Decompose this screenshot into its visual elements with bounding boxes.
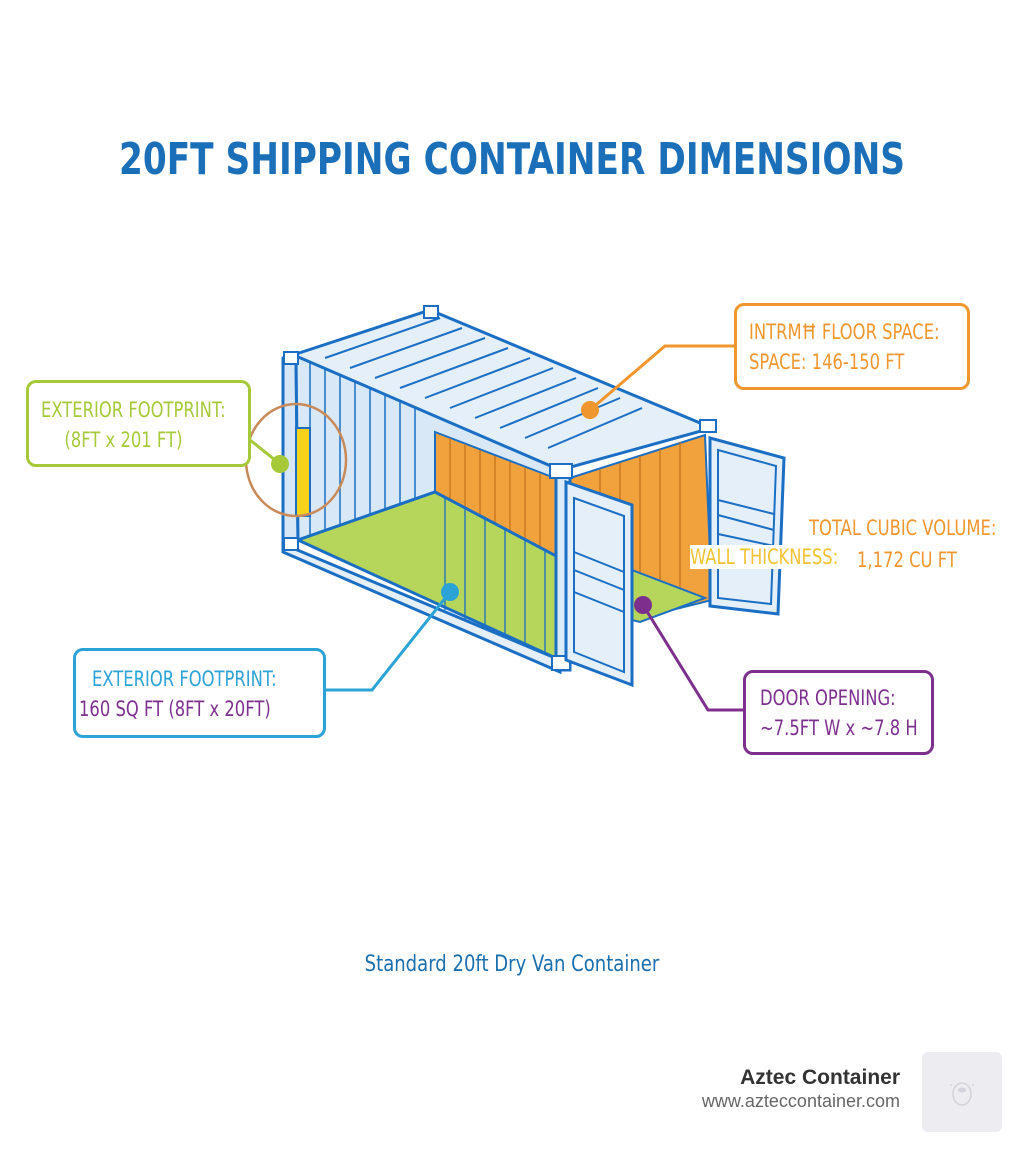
side-wall-ribs: [309, 362, 416, 535]
floor-ribs: [444, 498, 546, 658]
corner-casting: [549, 463, 573, 479]
callout-line: ~7.5FT W x ~7.8 H: [760, 716, 918, 740]
marker-door-opening: [634, 596, 652, 614]
label-wall-thickness: WALL THICKNESS:: [690, 545, 839, 569]
brand-block: Aztec Container www.azteccontainer.com: [702, 1066, 900, 1112]
corner-casting: [423, 305, 439, 319]
corner-casting: [283, 351, 299, 365]
marker-exterior-bottom: [441, 583, 459, 601]
brand-name: Aztec Container: [740, 1066, 900, 1089]
leader-line-exterior-bottom: [326, 591, 452, 692]
label-total-cubic-volume: TOTAL CUBIC VOLUME:: [809, 516, 997, 540]
brand-logo: [922, 1052, 1002, 1132]
value-total-cubic-volume: 1,172 CU FT: [857, 548, 957, 572]
mascot-logo-icon: [950, 1082, 974, 1106]
callout-interior-floor-space: INTRMĦ FLOOR SPACE: SPACE: 146-150 FT: [734, 303, 970, 390]
marker-floor-space: [581, 401, 599, 419]
figure-caption: Standard 20ft Dry Van Container: [364, 952, 660, 977]
callout-exterior-footprint-top: EXTERIOR FOOTPRINT: (8FT x 201 FT): [26, 380, 251, 467]
roof-corrugations: [324, 317, 643, 449]
leader-line-floor-space: [589, 344, 735, 412]
callout-line: (8FT x 201 FT): [64, 428, 183, 452]
callout-line: INTRMĦ FLOOR SPACE:: [749, 320, 940, 344]
callout-line: DOOR OPENING:: [760, 686, 896, 710]
callout-line: 160 SQ FT (8FT x 20FT): [79, 697, 271, 721]
callout-line: EXTERIOR FOOTPRINT:: [92, 667, 277, 691]
page-title: 20FT SHIPPING CONTAINER DIMENSIONS: [118, 134, 906, 185]
corner-casting: [283, 537, 299, 551]
callout-exterior-footprint-bottom: EXTERIOR FOOTPRINT: 160 SQ FT (8FT x 20F…: [73, 648, 326, 738]
marker-exterior-top: [271, 455, 289, 473]
corner-casting: [699, 419, 717, 433]
wall-thickness-highlight: [295, 427, 311, 517]
leader-line-door-opening: [641, 604, 745, 712]
brand-url[interactable]: www.azteccontainer.com: [701, 1091, 900, 1111]
callout-door-opening: DOOR OPENING: ~7.5FT W x ~7.8 H: [743, 670, 934, 755]
left-door: [564, 479, 634, 688]
callout-line: EXTERIOR FOOTPRINT:: [41, 398, 226, 422]
callout-line: SPACE: 146-150 FT: [749, 350, 905, 374]
